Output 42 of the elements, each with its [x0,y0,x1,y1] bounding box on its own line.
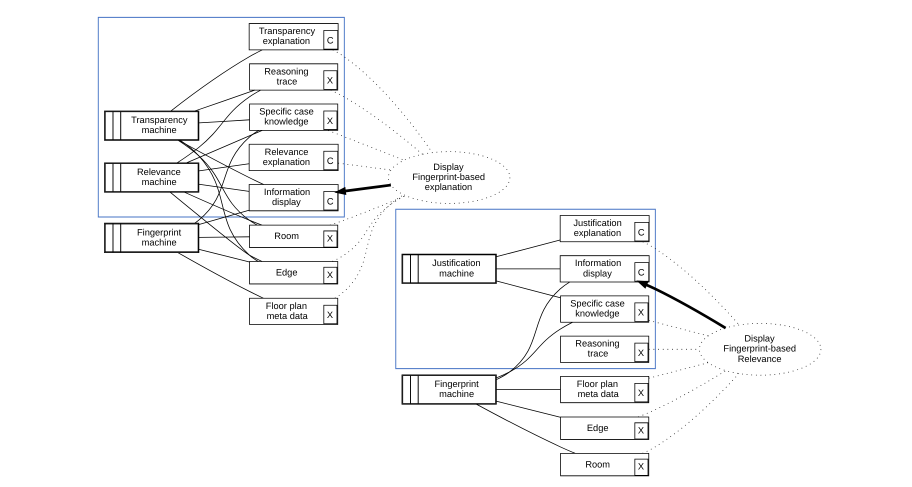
connector [637,370,726,418]
connector [176,90,261,164]
connector [496,240,560,258]
connector [186,130,262,164]
connector [178,140,264,185]
connector [642,373,739,454]
connector [337,162,391,170]
connector [198,184,249,192]
connector [169,192,262,262]
node-ellipse: Display Fingerprint-based Relevance [698,323,821,376]
arrow [636,280,726,330]
connector [496,400,560,418]
connector [642,241,740,326]
connector [327,130,404,161]
connector [177,140,258,226]
cluster [97,16,344,218]
connector [330,90,423,155]
connector [334,194,404,298]
node-ellipse: Display Fingerprint-based explanation [388,151,510,204]
connector [198,236,250,238]
connector [496,268,560,270]
connector [198,163,249,172]
connector [476,404,575,454]
connector [198,210,249,225]
connector [496,282,570,380]
connector [496,280,560,298]
connector [332,195,406,262]
connector [496,322,572,378]
connector [194,130,259,224]
connector [648,362,708,379]
connector [329,195,406,226]
connector [177,252,264,299]
connector [194,90,255,112]
connector [198,119,250,124]
connector [198,249,250,262]
connector [179,140,258,262]
connector [332,50,432,154]
connector [496,389,560,390]
arrow [334,184,391,195]
cluster [394,208,656,370]
connector [184,192,262,226]
connector [648,320,708,336]
